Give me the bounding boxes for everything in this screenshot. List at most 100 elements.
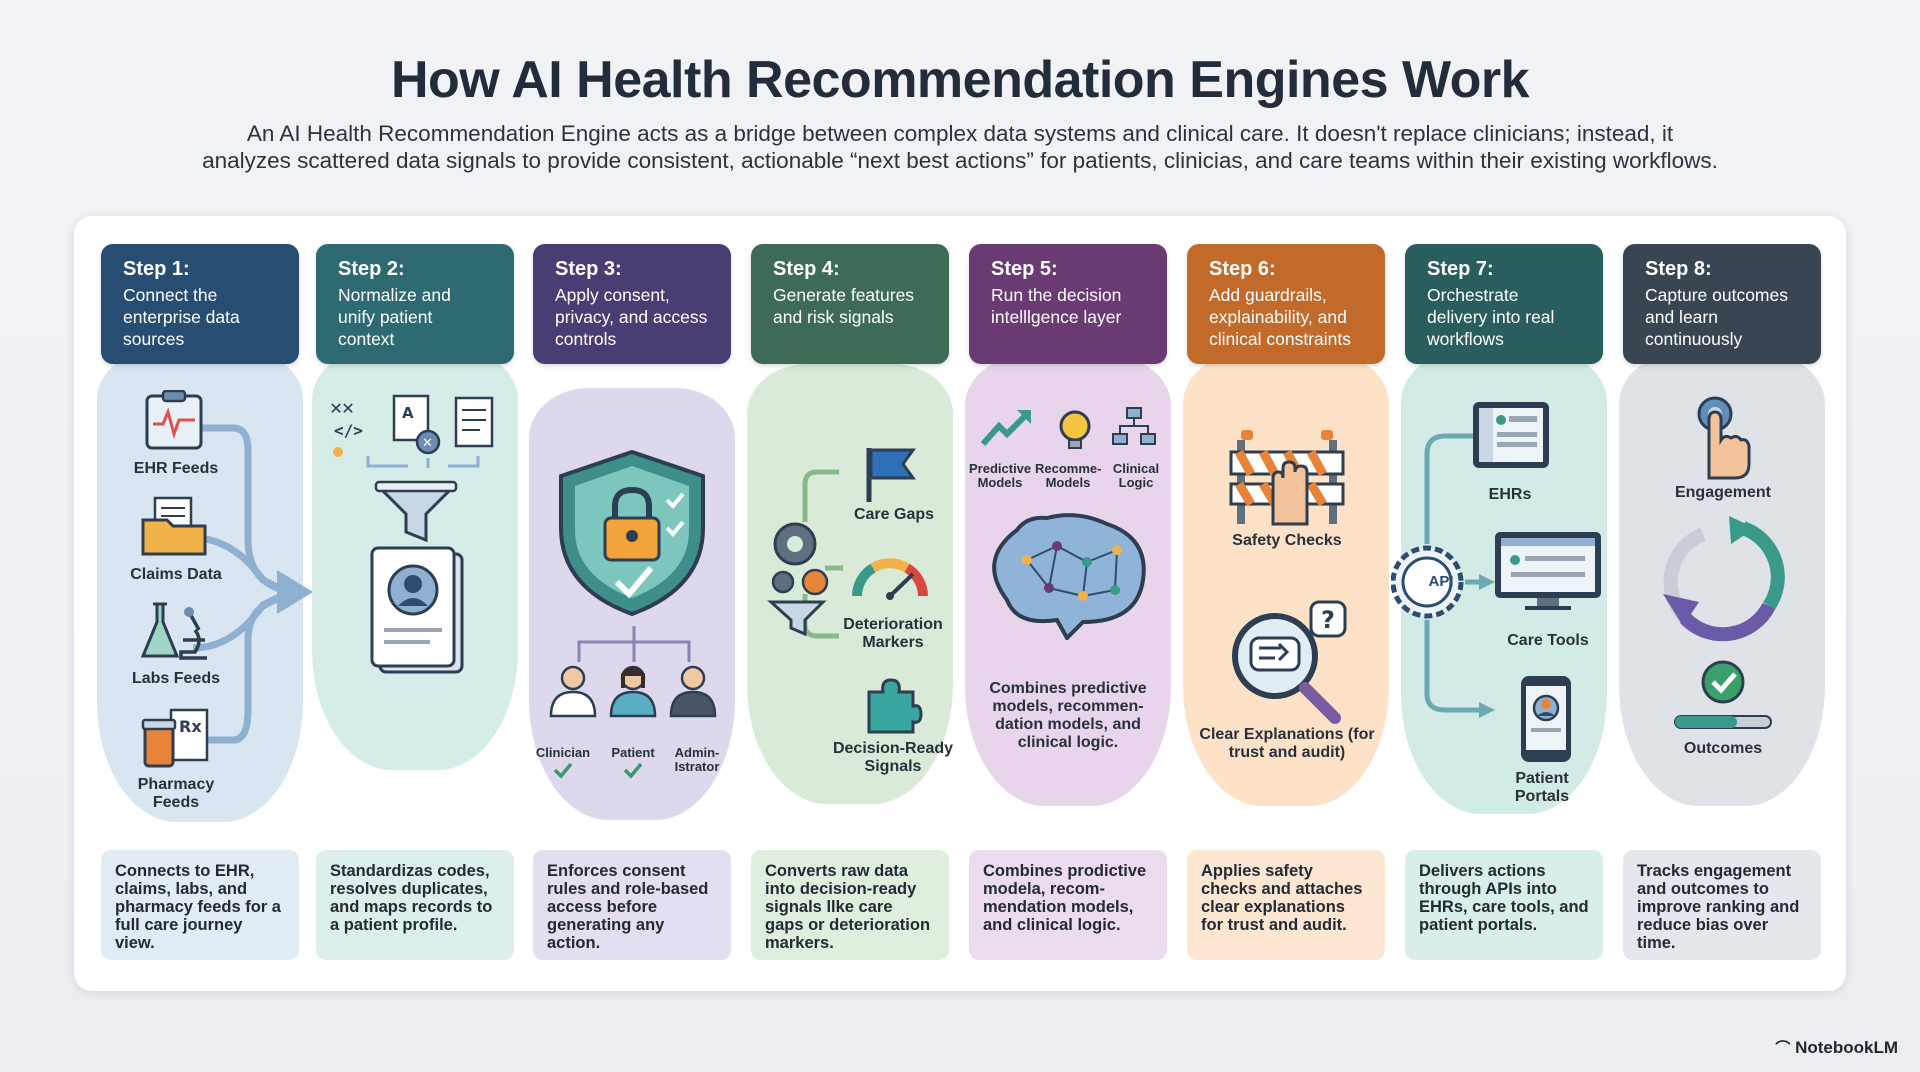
clear-explanations-label: Clear Explanations (for trust and audit) (1199, 726, 1375, 761)
patient-portals-label: Patient Portals (1514, 770, 1570, 805)
lab-flask-microscope-icon (140, 602, 207, 660)
care-gaps-label: Care Gaps (853, 506, 935, 523)
model-icons (980, 407, 1156, 449)
outcomes-check-progress-icon (1674, 660, 1772, 729)
engagement-label: Engagement (1674, 484, 1771, 501)
page-title: How AI Health Recommendation Engines Wor… (390, 51, 1530, 109)
svg-text:Rx: Rx (179, 717, 202, 736)
care-tools-monitor-icon (1495, 532, 1601, 610)
care-tools-label: Care Tools (1507, 632, 1589, 649)
step-2-number: Step 2: (338, 258, 405, 280)
step-5-description: Combines prodictive modela, recom- menda… (969, 850, 1167, 960)
step-3-column: Step 3: Apply consent, privacy, and acce… (529, 244, 735, 964)
svg-text:</>: </> (334, 421, 363, 440)
step-8-description: Tracks engagement and outcomes to improv… (1623, 850, 1821, 960)
notebooklm-logo-icon: ⌒ (1775, 1040, 1791, 1057)
decision-layer-caption: Combines predictive models, recommen- da… (989, 680, 1147, 751)
step-7-number: Step 7: (1427, 258, 1494, 280)
step-6-column: Step 6: Add guardrails, explainability, … (1183, 244, 1389, 964)
user-roles-icons (549, 665, 717, 718)
safety-checks-label: Safety Checks (1232, 532, 1342, 549)
step-1-header: Step 1: Connect the enterprise data sour… (101, 244, 299, 364)
step-1-number: Step 1: (123, 258, 190, 280)
deterioration-gauge-icon (852, 558, 928, 600)
step-5-title: Run the decision intelllgence layer (991, 285, 1122, 327)
step-7-column: Step 7: Orchestrate delivery into real w… (1391, 244, 1607, 964)
safety-barrier-hand-icon (1229, 430, 1345, 526)
step-6-description: Applies safety checks and attaches clear… (1187, 850, 1385, 960)
step-1-column: Step 1: Connect the enterprise data sour… (97, 244, 313, 964)
step-8-column: Step 8: Capture outcomes and learn conti… (1619, 244, 1825, 964)
clinician-label: Clinician (535, 745, 591, 760)
svg-text:?: ? (1321, 606, 1335, 634)
recommendation-models-label: Recomme- Models (1035, 461, 1102, 490)
step-2-header: Step 2: Normalize and unify patient cont… (316, 244, 514, 364)
notebooklm-brand-label: NotebookLM (1795, 1038, 1898, 1057)
svg-text:✕: ✕ (422, 436, 433, 451)
role-checkmarks-icon (553, 762, 643, 779)
step-4-description: Converts raw data into decision-ready si… (751, 850, 949, 960)
patient-label: Patient (611, 745, 655, 760)
step-3-description: Enforces consent rules and role-based ac… (533, 850, 731, 960)
merge-arrows (193, 424, 313, 744)
step-6-backdrop (1183, 354, 1389, 806)
outcomes-label: Outcomes (1683, 740, 1763, 757)
ehr-tablet-icon (1473, 402, 1549, 468)
step-7-description: Delivers actions through APIs into EHRs,… (1405, 850, 1603, 960)
step-2-title: Normalize and unify patient context (338, 285, 451, 349)
step-4-header: Step 4: Generate features and risk signa… (751, 244, 949, 364)
step-1-title: Connect the enterprise data sources (123, 285, 240, 349)
step-3-number: Step 3: (555, 258, 622, 280)
step-3-header: Step 3: Apply consent, privacy, and acce… (533, 244, 731, 364)
deterioration-markers-label: Deterioration Markers (843, 616, 943, 651)
clinical-logic-label: Clinical Logic (1112, 461, 1160, 490)
patient-portal-phone-icon (1521, 676, 1571, 762)
decision-ready-signals-label: Decision-Ready Signals (832, 740, 954, 775)
claims-data-label: Claims Data (130, 566, 222, 583)
svg-text:A: A (402, 404, 414, 422)
step-8-title: Capture outcomes and learn continuously (1645, 285, 1788, 349)
puzzle-piece-icon (867, 678, 923, 734)
ehrs-label: EHRs (1488, 486, 1532, 503)
step-4-column: Step 4: Generate features and risk signa… (747, 244, 953, 964)
step-7-title: Orchestrate delivery into real workflows (1427, 285, 1555, 349)
step-6-number: Step 6: (1209, 258, 1276, 280)
access-branches (577, 626, 691, 662)
notebooklm-brand: ⌒ NotebookLM (1775, 1037, 1898, 1058)
step-7-header: Step 7: Orchestrate delivery into real w… (1405, 244, 1603, 364)
scattered-documents-icon: ✕✕ </> A ✕ (330, 394, 494, 468)
gears-funnel-icon (767, 469, 843, 639)
explanation-magnifier-icon: ? (1232, 600, 1347, 724)
patient-profile-icon (370, 546, 464, 674)
brain-network-icon (992, 513, 1146, 640)
step-5-header: Step 5: Run the decision intelllgence la… (969, 244, 1167, 364)
step-8-number: Step 8: (1645, 258, 1712, 280)
step-2-description: Standardizas codes, resolves duplicates,… (316, 850, 514, 960)
step-2-column: Step 2: Normalize and unify patient cont… (312, 244, 518, 964)
care-gaps-flag-icon (866, 448, 916, 502)
api-routing-arrows (1391, 428, 1495, 718)
step-3-title: Apply consent, privacy, and access contr… (555, 285, 708, 349)
learning-cycle-icon (1663, 516, 1785, 642)
ehr-clipboard-icon (145, 390, 203, 450)
page-subtitle: An AI Health Recommendation Engine acts … (202, 121, 1718, 173)
pharmacy-rx-icon: Rx (141, 708, 209, 768)
step-5-column: Step 5: Run the decision intelllgence la… (965, 244, 1171, 964)
svg-text:✕✕: ✕✕ (330, 395, 354, 419)
ehr-feeds-label: EHR Feeds (133, 460, 219, 477)
claims-folder-icon (141, 496, 207, 556)
step-5-number: Step 5: (991, 258, 1058, 280)
step-6-header: Step 6: Add guardrails, explainability, … (1187, 244, 1385, 364)
pharmacy-feeds-label: Pharmacy Feeds (137, 776, 215, 811)
security-shield-lock-icon (559, 449, 705, 617)
predictive-models-label: Predictive Models (969, 461, 1032, 490)
step-1-description: Connects to EHR, claims, labs, and pharm… (101, 850, 299, 960)
step-6-title: Add guardrails, explainability, and clin… (1209, 285, 1351, 349)
step-4-title: Generate features and risk signals (773, 285, 915, 327)
engagement-tap-icon (1697, 396, 1751, 480)
funnel-icon (374, 480, 458, 543)
labs-feeds-label: Labs Feeds (131, 670, 221, 687)
administrator-label: Admin-Istrator (674, 745, 720, 774)
step-8-header: Step 8: Capture outcomes and learn conti… (1623, 244, 1821, 364)
step-4-number: Step 4: (773, 258, 840, 280)
